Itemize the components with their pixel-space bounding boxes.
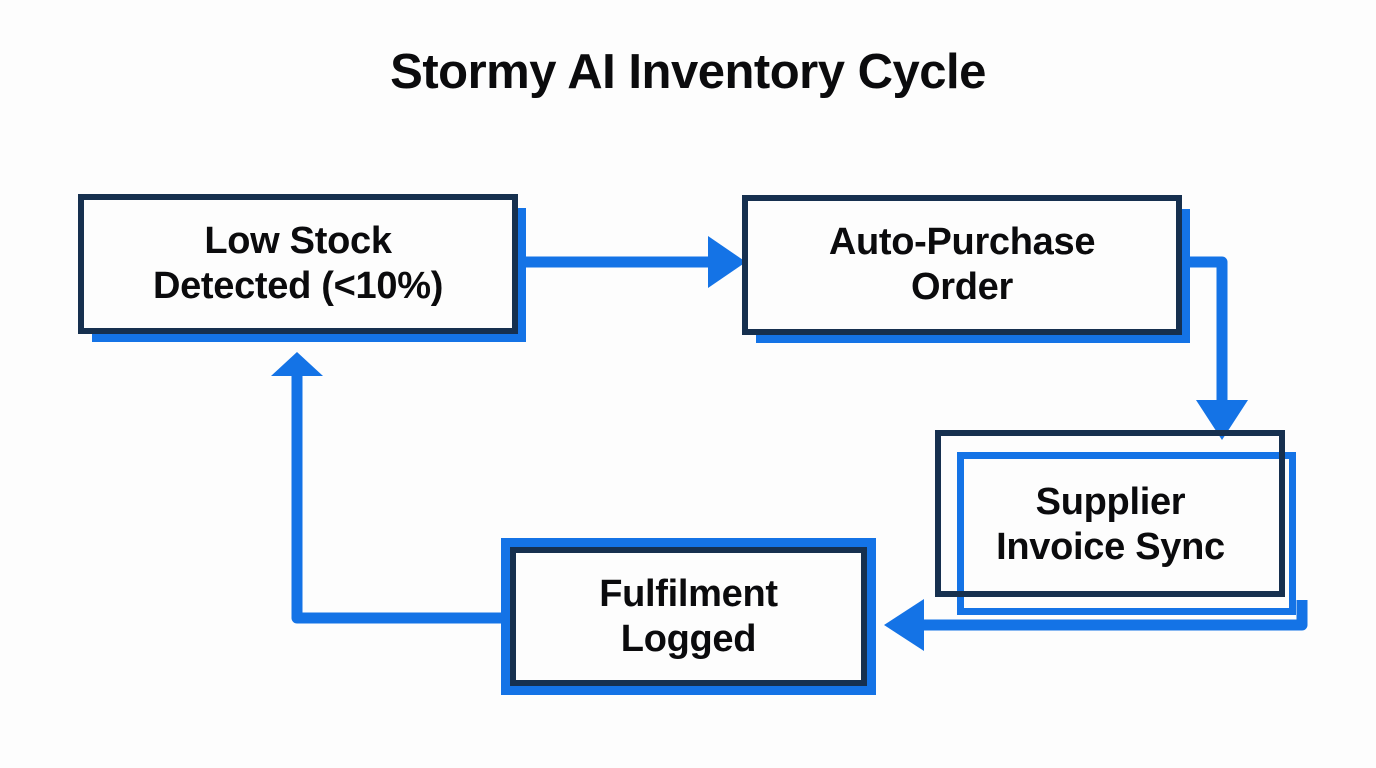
edge-low-stock-to-auto-purchase [520,236,746,288]
edge-supplier-invoice-to-fulfilment [884,599,1308,651]
node-auto-purchase-frame [742,195,1182,335]
node-auto-purchase[interactable]: Auto-Purchase Order [742,195,1190,343]
node-low-stock-frame [78,194,518,334]
node-low-stock[interactable]: Low Stock Detected (<10%) [78,194,526,342]
node-supplier-invoice-frame [935,430,1285,597]
node-supplier-invoice-accent-rect [957,452,1296,615]
page-title: Stormy AI Inventory Cycle [390,45,986,99]
node-supplier-invoice[interactable]: Supplier Invoice Sync [935,430,1307,625]
node-fulfilment-frame [510,547,867,686]
edge-auto-purchase-to-supplier-invoice [1184,256,1248,440]
node-fulfilment[interactable]: Fulfilment Logged [501,538,876,695]
edge-fulfilment-to-low-stock [271,352,501,624]
